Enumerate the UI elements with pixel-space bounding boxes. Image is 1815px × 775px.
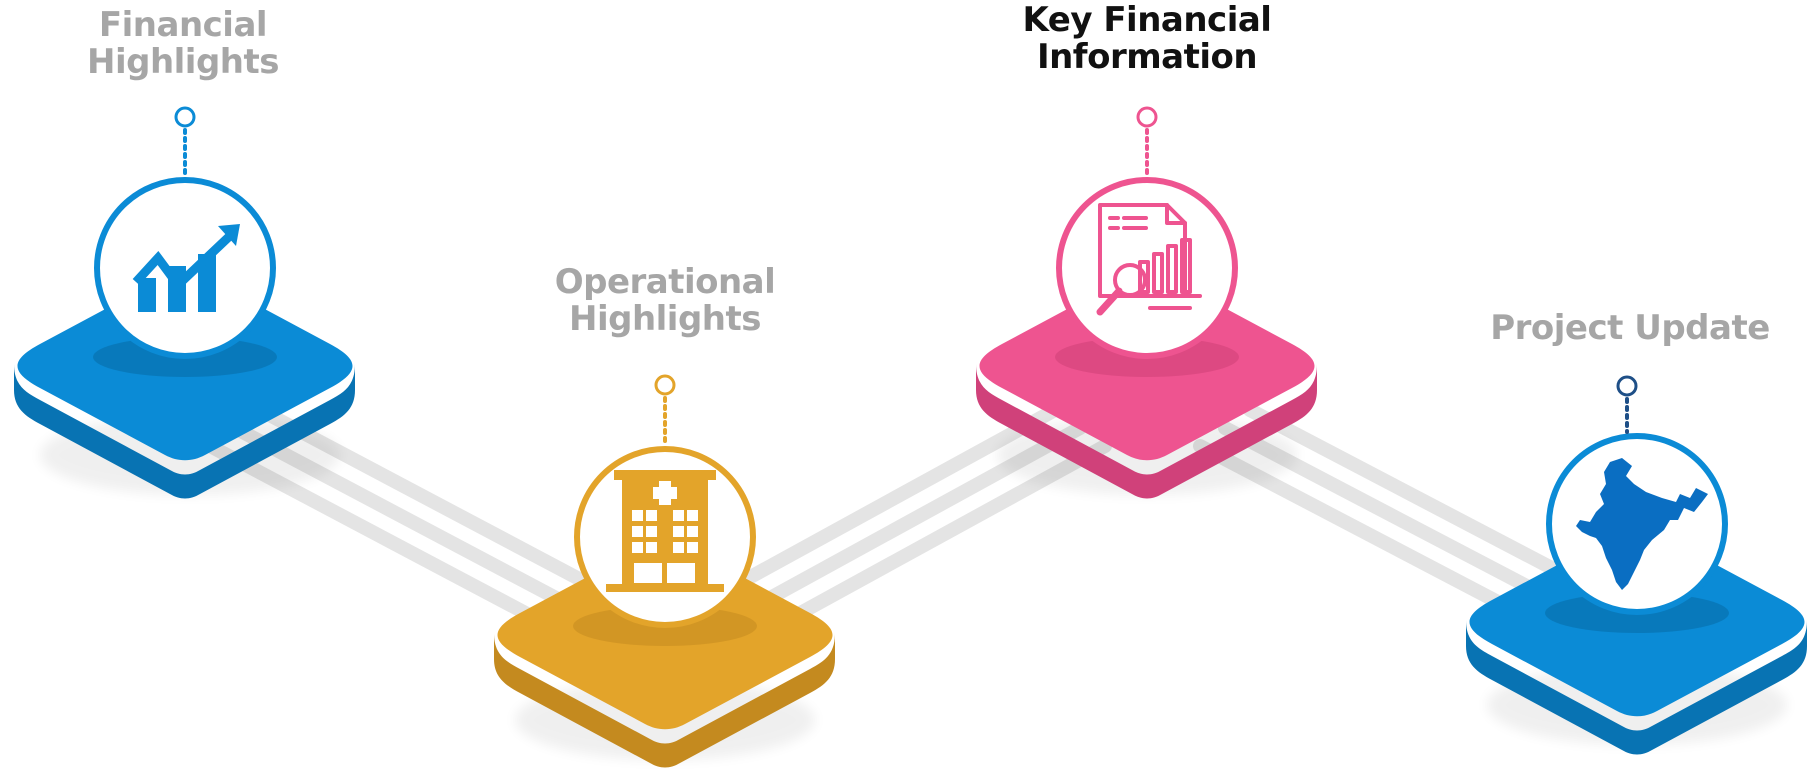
node-operational-highlights[interactable] xyxy=(494,374,835,768)
node-title-operational-highlights[interactable]: Operational Highlights xyxy=(525,264,805,338)
node-project-update[interactable] xyxy=(1466,375,1807,755)
platform-side xyxy=(1466,620,1807,755)
pin-marker xyxy=(1616,375,1638,397)
india-map-icon xyxy=(1576,458,1708,590)
financial-report-icon xyxy=(1096,203,1202,316)
platform-side xyxy=(14,364,355,499)
growth-chart-icon xyxy=(132,224,240,312)
node-title-line: Highlights xyxy=(569,299,762,339)
pin-marker xyxy=(1136,106,1158,128)
pin-marker xyxy=(174,106,196,128)
platform-side xyxy=(976,364,1317,499)
node-key-financial-information[interactable] xyxy=(976,106,1317,499)
node-title-line: Financial xyxy=(98,5,268,45)
node-title-line: Key Financial xyxy=(1022,0,1272,40)
node-title-line: Highlights xyxy=(87,42,280,82)
node-title-financial-highlights[interactable]: Financial Highlights xyxy=(58,7,308,81)
node-title-project-update[interactable]: Project Update xyxy=(1470,310,1790,347)
hospital-icon xyxy=(606,470,724,592)
node-title-key-financial-information[interactable]: Key Financial Information xyxy=(1002,2,1292,76)
platform-side xyxy=(494,633,835,768)
node-title-line: Information xyxy=(1036,37,1258,77)
node-title-line: Operational xyxy=(554,262,776,302)
node-title-line: Project Update xyxy=(1490,308,1770,348)
pin-marker xyxy=(654,374,676,396)
node-financial-highlights[interactable] xyxy=(14,106,355,499)
